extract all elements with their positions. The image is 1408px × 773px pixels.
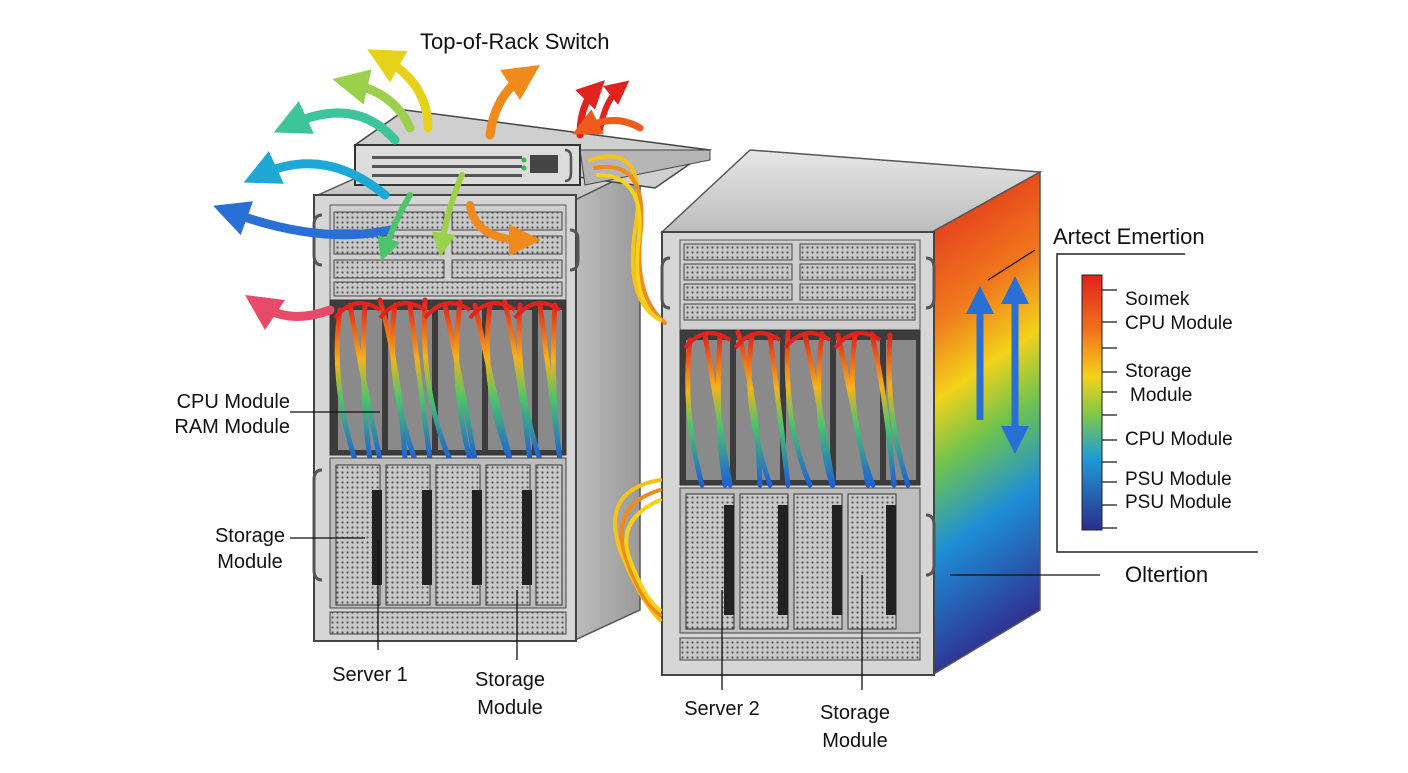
scale-label: CPU Module [1125, 313, 1233, 334]
thermal-side-panel [931, 170, 1041, 677]
artect-emertion-label: Artect Emertion [1053, 224, 1205, 249]
thermal-scale-legend [1056, 253, 1258, 553]
storage-module-label-bottom2-line2: Module [822, 730, 888, 752]
storage-bays-right [685, 493, 897, 630]
red-cable-tops-left [333, 301, 562, 320]
hot-air-cables-left [334, 297, 563, 463]
vertical-airflow-arrows [966, 276, 1029, 454]
cpu-module-label-left: CPU Module [176, 391, 290, 413]
storage-module-label-left-line1: Storage [214, 525, 286, 547]
storage-module-label-bottom1-line2: Module [477, 697, 543, 719]
server-2-label: Server 2 [684, 698, 760, 720]
scale-label: Module [1130, 385, 1193, 406]
scale-label: PSU Module [1125, 492, 1232, 513]
storage-module-label-left-line2: Module [217, 551, 283, 573]
storage-module-label-bottom2-line1: Storage [819, 702, 891, 724]
hot-air-cables-right [685, 329, 911, 488]
top-of-rack-switch-label: Top-of-Rack Switch [420, 29, 610, 54]
scale-label: CPU Module [1125, 429, 1233, 450]
oltertion-label: Oltertion [1125, 562, 1209, 587]
color-scale-bar [1081, 274, 1103, 531]
server-2-rack [660, 149, 1043, 677]
storage-module-label-bottom1-line1: Storage [474, 669, 546, 691]
exhaust-airflow-arrows [213, 49, 644, 330]
leader-lines [290, 249, 1100, 690]
server-1-label: Server 1 [332, 664, 408, 686]
ram-module-label-left: RAM Module [174, 416, 290, 438]
upper-drive-bays-right [683, 243, 916, 321]
scale-label: Storage [1125, 361, 1192, 382]
storage-bays-left [335, 464, 563, 606]
scale-label: PSU Module [1125, 469, 1232, 490]
scale-label: Soımek [1125, 289, 1190, 310]
inter-rack-cables [588, 154, 667, 622]
